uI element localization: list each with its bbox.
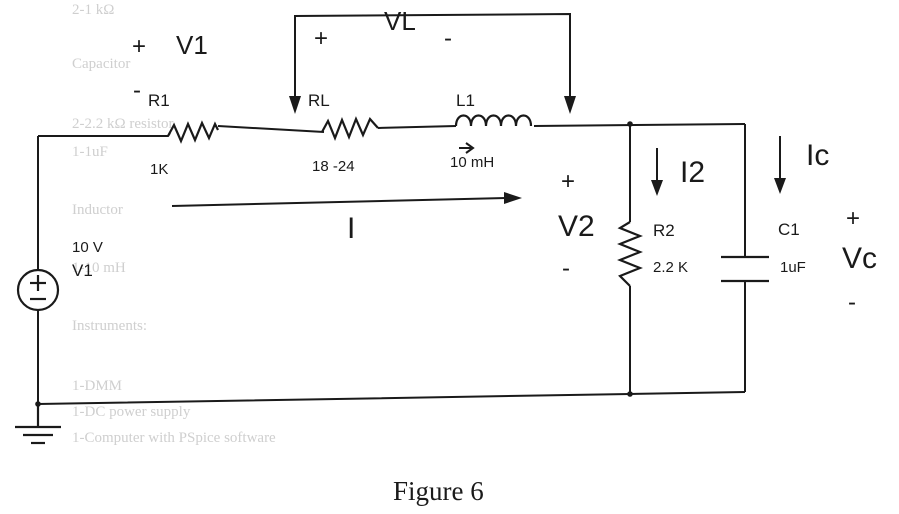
v2-plus-sign: + — [561, 168, 575, 195]
current-i2-label: I2 — [680, 156, 705, 189]
current-ic-arrow — [774, 136, 786, 194]
bottom-wire — [37, 391, 746, 405]
r1-value-label: 1K — [150, 161, 168, 178]
bleed-line: 1-10 mH — [72, 260, 126, 276]
bleed-line: 2-2.2 kΩ resistor — [72, 116, 174, 132]
vl-plus-sign: + — [314, 25, 328, 52]
figure-caption: Figure 6 — [393, 476, 484, 506]
bleed-line: 1-DMM — [72, 378, 122, 394]
bleed-line: 1-1uF — [72, 144, 108, 160]
source-name-label: V1 — [72, 261, 93, 280]
l1-name-label: L1 — [456, 91, 475, 110]
v2-label: V2 — [558, 210, 595, 243]
bleed-line: Instruments: — [72, 318, 147, 334]
inductor-l1-symbol — [454, 114, 533, 127]
r2-value-label: 2.2 K — [653, 259, 688, 276]
junction-dot — [627, 391, 633, 397]
current-i2-arrow — [651, 148, 663, 196]
resistor-rl-symbol — [321, 116, 379, 141]
top-wire-to-r1 — [38, 132, 171, 137]
bleed-line: Inductor — [72, 202, 123, 218]
vc-plus-sign: + — [846, 205, 860, 232]
bleed-line: 2-1 kΩ — [72, 2, 114, 18]
v2-minus-sign: - — [562, 255, 570, 282]
wires — [35, 121, 746, 427]
r2-name-label: R2 — [653, 221, 675, 240]
ground-symbol — [15, 404, 61, 445]
vl-label: VL — [384, 6, 416, 36]
resistor-r2-symbol — [617, 221, 643, 287]
vc-minus-sign: - — [848, 289, 856, 316]
vc-label: Vc — [842, 242, 877, 275]
capacitor-c1-symbol — [721, 255, 769, 283]
resistor-r1-symbol — [167, 120, 219, 144]
junction-dot — [627, 121, 633, 127]
c1-name-label: C1 — [778, 220, 800, 239]
current-ic-label: Ic — [806, 139, 829, 172]
bleed-line: 1-DC power supply — [72, 404, 191, 420]
v1-minus-sign: - — [133, 77, 141, 104]
l1-current-arrow — [459, 142, 475, 154]
rl-name-label: RL — [308, 91, 330, 110]
bleed-line: Capacitor — [72, 56, 130, 72]
background-bleed-text: 2-1 kΩ Capacitor 2-2.2 kΩ resistor 1-1uF… — [72, 2, 276, 446]
voltage-source-symbol — [16, 268, 60, 312]
l1-value-label: 10 mH — [450, 154, 494, 171]
vl-bracket-arrow — [289, 12, 576, 114]
r1-name-label: R1 — [148, 91, 170, 110]
c1-value-label: 1uF — [780, 259, 806, 276]
bleed-line: 1-Computer with PSpice software — [72, 430, 276, 446]
wire-r1-rl — [217, 125, 325, 133]
top-right-wire — [533, 123, 746, 127]
source-value-label: 10 V — [72, 239, 103, 256]
wire-rl-l1 — [377, 125, 457, 129]
current-i-label: I — [347, 212, 355, 245]
v1-plus-sign: + — [132, 33, 146, 60]
v1-label: V1 — [176, 30, 208, 60]
vl-minus-sign: - — [444, 25, 452, 52]
rl-value-label: 18 -24 — [312, 158, 355, 175]
current-i-arrow — [171, 192, 522, 207]
